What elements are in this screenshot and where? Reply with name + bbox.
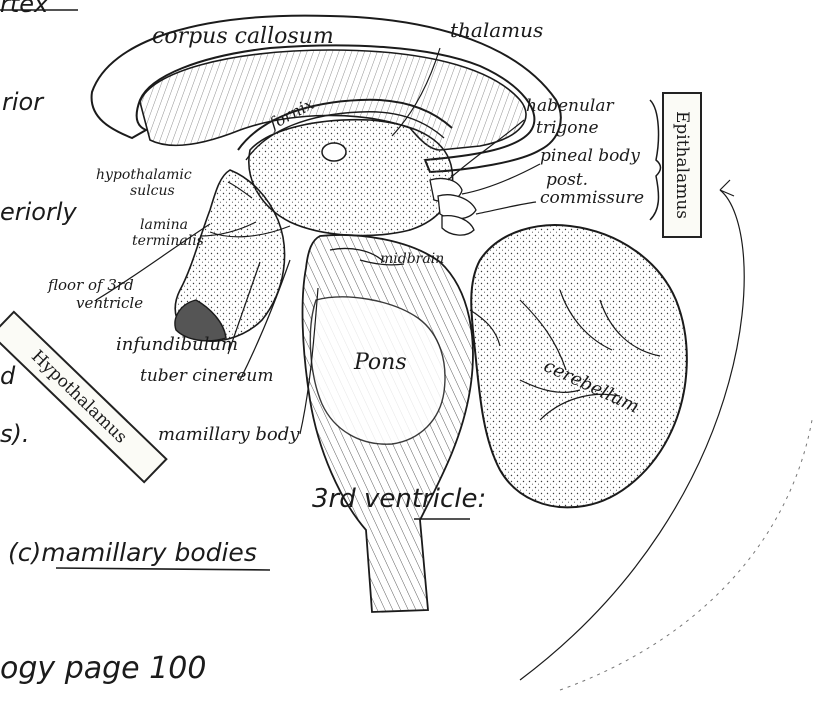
label-midbrain: midbrain: [380, 252, 444, 266]
text-mamillary-bodies-line: (c)mamillary bodies: [8, 540, 257, 565]
footer-page-ref: ogy page 100: [0, 654, 206, 684]
label-post-commissure-line2: commissure: [540, 190, 644, 207]
fragment-posteriorly: eriorly: [0, 200, 77, 224]
text-3rd-ventricle: 3rd ventricle:: [312, 486, 486, 512]
label-epithalamus: Epithalamus: [672, 111, 692, 219]
label-floor-3rd-ventricle-line1: floor of 3rd: [48, 278, 134, 293]
cerebellum-shape: [471, 225, 687, 507]
label-lamina-terminalis-line1: lamina: [140, 218, 188, 232]
label-pons: Pons: [354, 352, 407, 374]
fragment-top-word: rtex: [0, 0, 48, 16]
brainstem-shape: [303, 235, 473, 612]
label-hypothalamic-sulcus-line2: sulcus: [130, 184, 175, 198]
label-floor-3rd-ventricle-line2: ventricle: [76, 296, 143, 311]
label-habenular-trigone-line1: habenular: [526, 98, 614, 115]
label-habenular-trigone-line2: trigone: [536, 120, 599, 137]
label-hypothalamic-sulcus-line1: hypothalamic: [96, 168, 192, 182]
label-tuber-cinereum: tuber cinereum: [140, 368, 273, 385]
fragment-anterior: rior: [2, 90, 43, 114]
label-infundibulum: infundibulum: [116, 336, 238, 354]
epithalamus-box: Epithalamus: [662, 92, 702, 238]
label-post-commissure-line1: post.: [546, 172, 588, 189]
label-pineal-body: pineal body: [540, 148, 640, 165]
label-corpus-callosum: corpus callosum: [152, 26, 334, 48]
epithalamus-bracket: [650, 100, 661, 220]
fragment-d: d: [0, 364, 15, 388]
label-thalamus: thalamus: [450, 20, 543, 40]
label-mamillary-body: mamillary body: [158, 426, 299, 444]
label-lamina-terminalis-line2: terminalis: [132, 234, 204, 248]
fragment-close: s).: [0, 422, 30, 446]
